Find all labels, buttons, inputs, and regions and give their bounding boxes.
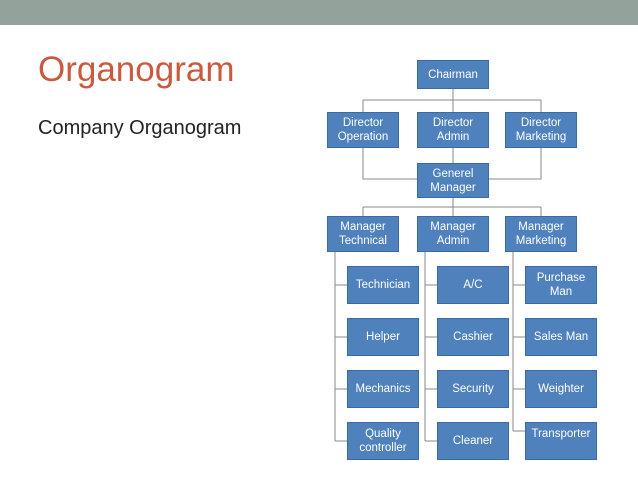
box-purchase-man: Purchase Man (525, 266, 597, 304)
box-security: Security (437, 370, 509, 408)
slide-subtitle: Company Organogram (38, 117, 242, 139)
box-manager-technical: Manager Technical (327, 216, 399, 252)
box-general-manager: Generel Manager (417, 163, 489, 198)
box-cleaner: Cleaner (437, 422, 509, 460)
box-transporter: Transporter (525, 422, 597, 460)
box-cashier: Cashier (437, 318, 509, 356)
box-quality-controller: Quality controller (347, 422, 419, 460)
connector-marketing-gm (489, 148, 542, 180)
box-ac: A/C (437, 266, 509, 304)
box-director-admin: Director Admin (417, 112, 489, 148)
box-manager-admin: Manager Admin (417, 216, 489, 252)
box-director-operation: Director Operation (327, 112, 399, 148)
box-mechanics: Mechanics (347, 370, 419, 408)
slide-title: Organogram (38, 50, 235, 89)
box-helper: Helper (347, 318, 419, 356)
top-band (0, 0, 638, 25)
connector-operation-gm (362, 148, 417, 180)
box-chairman: Chairman (417, 60, 489, 89)
box-weighter: Weighter (525, 370, 597, 408)
box-technician: Technician (347, 266, 419, 304)
box-sales-man: Sales Man (525, 318, 597, 356)
box-manager-marketing: Manager Marketing (505, 216, 577, 252)
box-director-marketing: Director Marketing (505, 112, 577, 148)
